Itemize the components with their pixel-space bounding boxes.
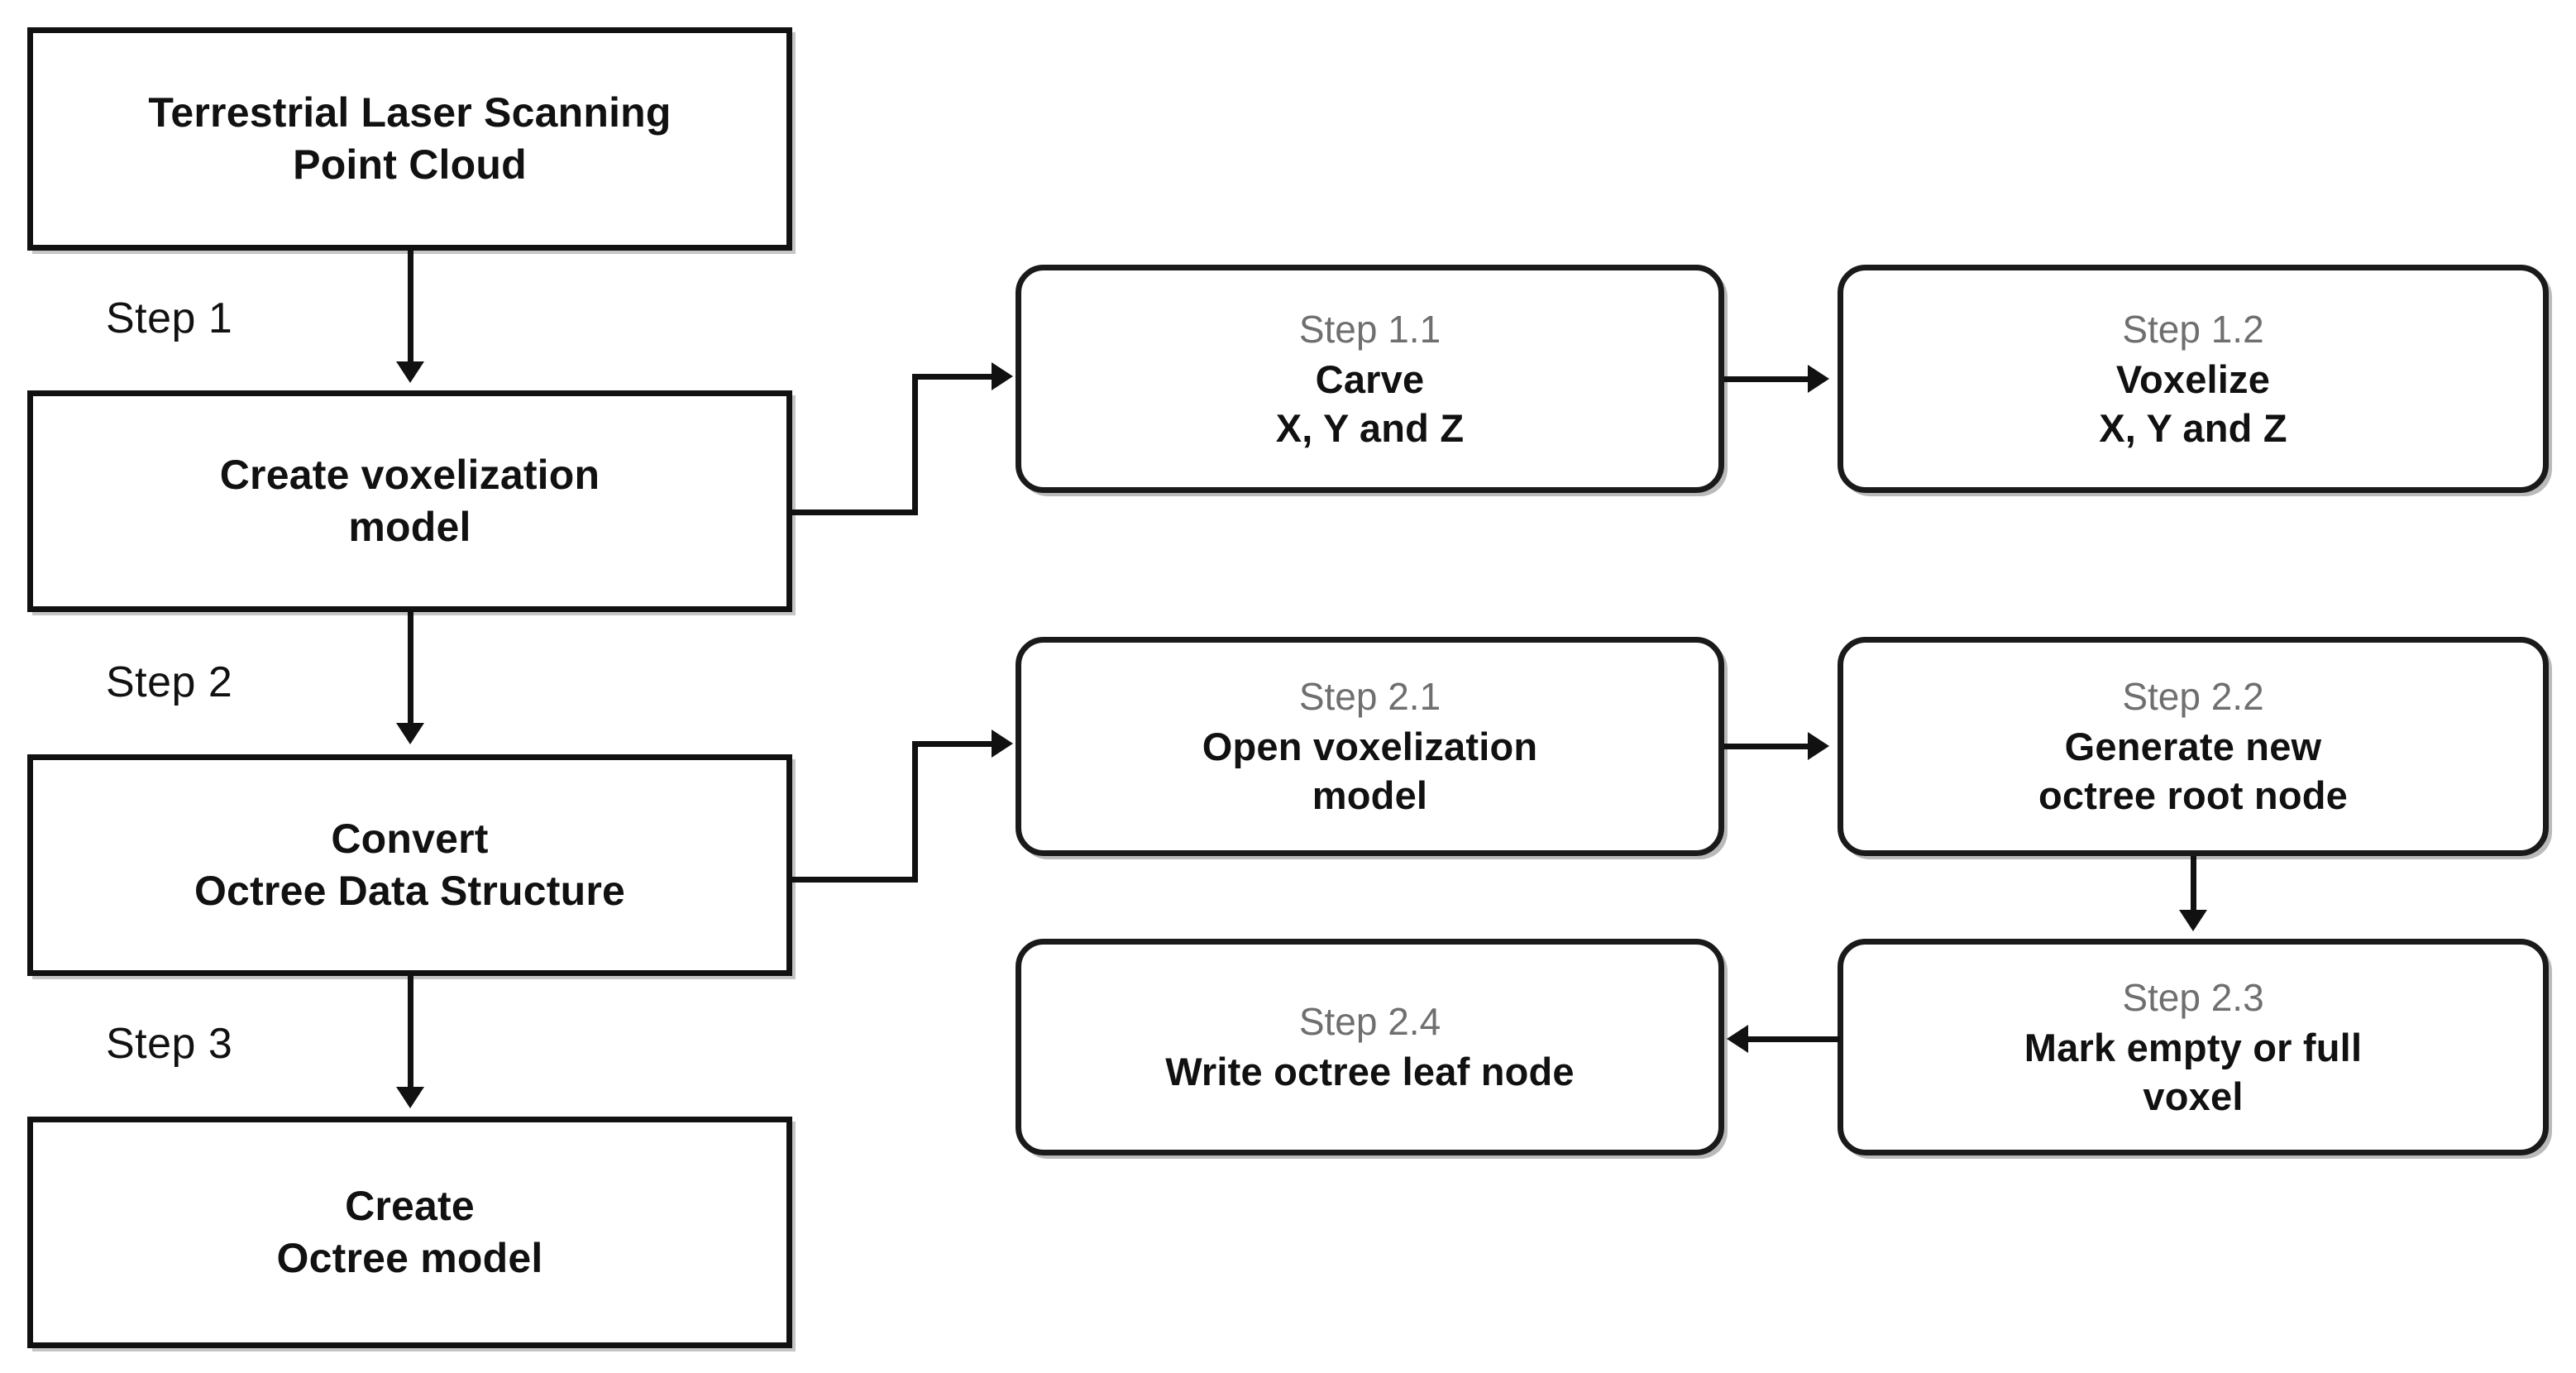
connector-convert-to-step-2-1-segment-h1 [792, 877, 918, 883]
node-step-2-1[interactable]: Step 2.1 Open voxelization model [1016, 637, 1724, 856]
node-create-octree-model-line-1: Create [345, 1183, 475, 1229]
connector-create-voxelization-to-step-1-1-segment-v [912, 374, 918, 515]
arrowhead-step-2-2-to-step-2-3 [2179, 910, 2207, 931]
node-step-1-1-line-1: Carve [1315, 356, 1425, 401]
connector-convert-to-create-octree [408, 976, 413, 1092]
arrowhead-step-1-1-to-step-1-2 [1808, 365, 1829, 393]
node-step-2-3-caption: Step 2.3 [2122, 975, 2264, 1019]
connector-step-1-1-to-step-1-2 [1724, 376, 1815, 382]
arrowhead-tls-to-create-voxelization [396, 361, 424, 383]
connector-convert-to-step-2-1-segment-v [912, 741, 918, 883]
arrowhead-create-voxelization-to-convert [396, 723, 424, 744]
connector-step-2-2-to-step-2-3 [2191, 856, 2196, 914]
step-label-1: Step 1 [106, 294, 233, 342]
node-tls-point-cloud-line-1: Terrestrial Laser Scanning [148, 89, 671, 136]
node-step-2-2-line-1: Generate new [2064, 725, 2322, 769]
node-step-2-4[interactable]: Step 2.4 Write octree leaf node [1016, 939, 1724, 1155]
node-create-voxelization-model-line-1: Create voxelization [219, 452, 600, 498]
node-tls-point-cloud-line-2: Point Cloud [293, 141, 527, 188]
connector-create-voxelization-to-step-1-1-segment-h1 [792, 509, 918, 515]
connector-step-2-1-to-step-2-2 [1724, 744, 1815, 749]
node-step-2-1-line-2: model [1312, 773, 1428, 818]
step-label-3: Step 3 [106, 1020, 233, 1068]
node-create-octree-model[interactable]: Create Octree model [27, 1117, 792, 1348]
node-step-2-3-line-2: voxel [2143, 1074, 2244, 1118]
node-convert-octree-data-structure-line-2: Octree Data Structure [194, 868, 626, 914]
arrowhead-convert-to-step-2-1 [992, 730, 1013, 758]
node-step-2-3-line-1: Mark empty or full [2024, 1025, 2363, 1069]
arrowhead-convert-to-create-octree [396, 1087, 424, 1108]
node-create-octree-model-line-2: Octree model [276, 1235, 543, 1281]
node-step-2-2-caption: Step 2.2 [2122, 675, 2264, 719]
arrowhead-step-2-3-to-step-2-4 [1727, 1025, 1748, 1053]
connector-tls-to-create-voxelization [408, 251, 413, 366]
node-step-1-2-caption: Step 1.2 [2122, 307, 2264, 351]
node-create-voxelization-model-line-2: model [348, 504, 471, 550]
connector-create-voxelization-to-convert [408, 612, 413, 728]
node-step-1-1[interactable]: Step 1.1 Carve X, Y and Z [1016, 265, 1724, 493]
step-label-2: Step 2 [106, 658, 233, 706]
node-step-1-2-line-2: X, Y and Z [2099, 405, 2287, 450]
node-create-voxelization-model[interactable]: Create voxelization model [27, 390, 792, 612]
arrowhead-step-2-1-to-step-2-2 [1808, 732, 1829, 760]
node-step-2-4-line-1: Write octree leaf node [1165, 1050, 1575, 1094]
node-step-2-1-caption: Step 2.1 [1298, 675, 1441, 719]
node-step-2-2-line-2: octree root node [2038, 773, 2348, 818]
node-step-2-1-line-1: Open voxelization [1202, 725, 1538, 769]
connector-convert-to-step-2-1-segment-h2 [912, 741, 999, 747]
node-step-1-2[interactable]: Step 1.2 Voxelize X, Y and Z [1838, 265, 2549, 493]
node-step-1-2-line-1: Voxelize [2115, 356, 2271, 401]
node-step-2-3[interactable]: Step 2.3 Mark empty or full voxel [1838, 939, 2549, 1155]
node-step-1-1-caption: Step 1.1 [1298, 307, 1441, 351]
node-step-2-2[interactable]: Step 2.2 Generate new octree root node [1838, 637, 2549, 856]
node-step-2-4-caption: Step 2.4 [1298, 1000, 1441, 1044]
node-convert-octree-data-structure-line-1: Convert [331, 816, 489, 862]
connector-create-voxelization-to-step-1-1-segment-h2 [912, 374, 999, 380]
connector-step-2-3-to-step-2-4 [1745, 1036, 1840, 1042]
node-step-1-1-line-2: X, Y and Z [1275, 405, 1465, 450]
arrowhead-create-voxelization-to-step-1-1 [992, 362, 1013, 390]
node-convert-octree-data-structure[interactable]: Convert Octree Data Structure [27, 754, 792, 976]
node-tls-point-cloud[interactable]: Terrestrial Laser Scanning Point Cloud [27, 27, 792, 251]
